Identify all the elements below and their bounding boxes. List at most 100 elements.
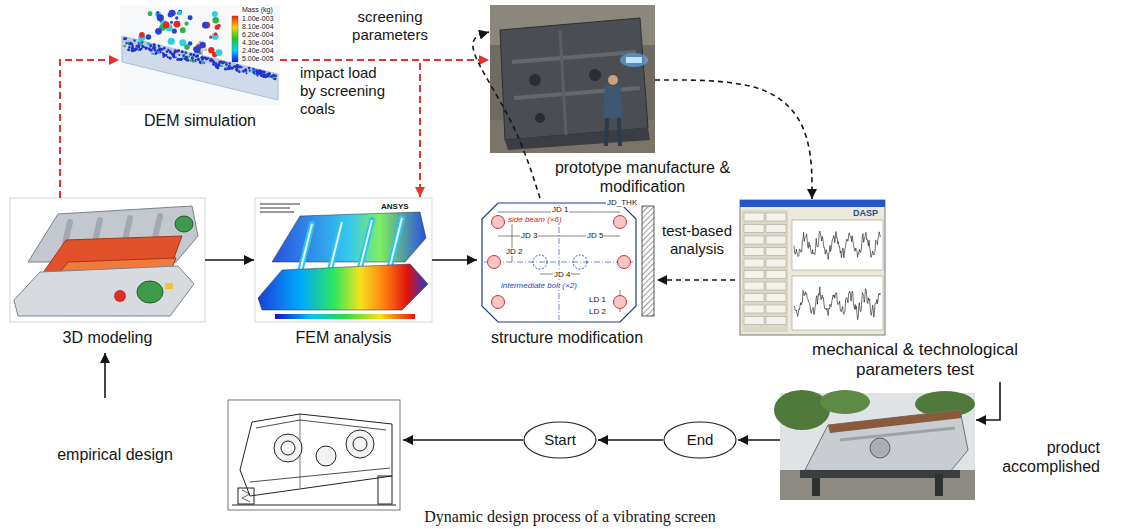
dem-particles bbox=[256, 74, 258, 76]
label-anchor: 2.40e-004 bbox=[241, 47, 275, 54]
prototype-photo bbox=[589, 69, 601, 81]
label-anchor: 5.00e-005 bbox=[241, 55, 275, 62]
software-buttons bbox=[744, 294, 764, 302]
product-photo bbox=[774, 390, 830, 430]
dem-particles bbox=[202, 22, 209, 29]
label-anchor: LD 1 bbox=[588, 296, 607, 304]
dem-particles bbox=[179, 39, 186, 46]
product-photo bbox=[840, 428, 955, 440]
dem-particles bbox=[238, 70, 241, 73]
colorbar-value: 5.00e-005 bbox=[241, 55, 275, 62]
dem-particles bbox=[248, 67, 251, 70]
software-buttons bbox=[744, 213, 764, 221]
dem-particles bbox=[182, 54, 184, 56]
dem-particles bbox=[147, 42, 150, 45]
dem-particles bbox=[209, 36, 212, 39]
dem-particles bbox=[133, 49, 136, 52]
structure-drawing bbox=[512, 222, 513, 262]
label-anchor: ANSYS bbox=[380, 203, 410, 211]
part-name: side beam (×6) bbox=[507, 216, 563, 224]
flow-arrow bbox=[205, 259, 254, 261]
dem-particles bbox=[256, 70, 259, 73]
start-terminal: Start bbox=[523, 421, 597, 459]
software-buttons bbox=[766, 305, 786, 313]
dem-particles bbox=[199, 42, 206, 49]
software-buttons bbox=[766, 236, 786, 244]
structure-drawing bbox=[488, 256, 501, 269]
test-software-screenshot bbox=[792, 220, 883, 270]
dem-figure bbox=[232, 16, 238, 62]
caption-anchor: Dynamic design process of a vibrating sc… bbox=[0, 507, 1140, 526]
dem-particles bbox=[178, 58, 181, 61]
flow-arrow bbox=[738, 439, 780, 441]
software-buttons bbox=[766, 294, 786, 302]
dem-particles bbox=[175, 49, 177, 51]
prototype-photo bbox=[606, 118, 607, 146]
dimension-label: JD 2 bbox=[505, 248, 523, 256]
dem-particles bbox=[183, 58, 185, 60]
dem-particles bbox=[123, 10, 277, 81]
software-logo: ANSYS bbox=[380, 203, 410, 211]
dem-particles bbox=[167, 49, 169, 51]
dem-particles bbox=[172, 29, 177, 34]
dem-particles bbox=[153, 43, 156, 46]
edge-label-anchor: impact load by screening coals bbox=[300, 64, 390, 118]
product-photo bbox=[805, 410, 968, 478]
edge-label-anchor: screening parameters bbox=[340, 8, 440, 44]
dem-particles bbox=[177, 11, 181, 15]
dem-particles bbox=[158, 45, 161, 48]
dem-particles bbox=[178, 10, 182, 14]
empirical-design-drawing bbox=[242, 490, 250, 502]
dem-particles bbox=[158, 51, 161, 54]
empirical-design-drawing bbox=[228, 400, 400, 510]
dem-particles bbox=[261, 72, 263, 74]
dem-particles bbox=[167, 56, 169, 58]
dem-particles bbox=[153, 53, 155, 55]
dem-particles bbox=[155, 28, 162, 35]
dem-particles bbox=[175, 56, 177, 58]
model-3d-figure bbox=[175, 216, 193, 232]
dem-particles bbox=[225, 67, 227, 69]
figure-caption: empirical design bbox=[15, 445, 215, 464]
software-buttons bbox=[744, 305, 764, 313]
dem-particles bbox=[249, 70, 251, 72]
model-3d-box: 3D modeling bbox=[10, 198, 205, 352]
prototype-photo-box: prototype manufacture & modification bbox=[490, 5, 655, 153]
dem-particles bbox=[146, 47, 148, 49]
empirical-design-drawing bbox=[346, 430, 374, 458]
dem-particles bbox=[238, 71, 240, 73]
dem-particles bbox=[152, 47, 155, 50]
dem-particles bbox=[146, 34, 152, 40]
empirical-design-drawing bbox=[316, 446, 336, 466]
test-software-screenshot bbox=[740, 200, 885, 335]
figure-caption: structure modification bbox=[478, 328, 656, 347]
label-anchor: side beam (×6) bbox=[507, 216, 563, 224]
flow-arrow bbox=[598, 439, 663, 441]
dem-particles bbox=[180, 27, 186, 33]
dem-particles bbox=[165, 54, 168, 57]
dem-figure bbox=[120, 5, 280, 105]
dem-particles bbox=[253, 72, 255, 74]
dem-particles bbox=[150, 45, 152, 47]
dem-particles bbox=[145, 47, 147, 49]
dimension-label: JD 1 bbox=[551, 206, 569, 214]
colorbar-title: Mass (kg) bbox=[241, 6, 274, 13]
dem-particles bbox=[254, 73, 256, 75]
signal-trace bbox=[794, 287, 880, 320]
software-buttons bbox=[766, 225, 786, 233]
empirical-design-drawing bbox=[232, 505, 396, 506]
prototype-photo bbox=[529, 74, 541, 86]
structure-drawing bbox=[492, 216, 505, 229]
test-software-screenshot bbox=[792, 276, 883, 330]
dem-particles bbox=[251, 69, 253, 71]
prototype-photo bbox=[603, 86, 623, 118]
dem-particles bbox=[197, 58, 200, 61]
dem-particles bbox=[253, 68, 255, 70]
flow-arrow bbox=[104, 353, 106, 398]
dimension-label: LD 2 bbox=[588, 308, 607, 316]
dem-particles bbox=[149, 44, 152, 47]
dem-particles bbox=[149, 49, 152, 52]
dem-particles bbox=[123, 45, 126, 48]
software-buttons bbox=[766, 271, 786, 279]
